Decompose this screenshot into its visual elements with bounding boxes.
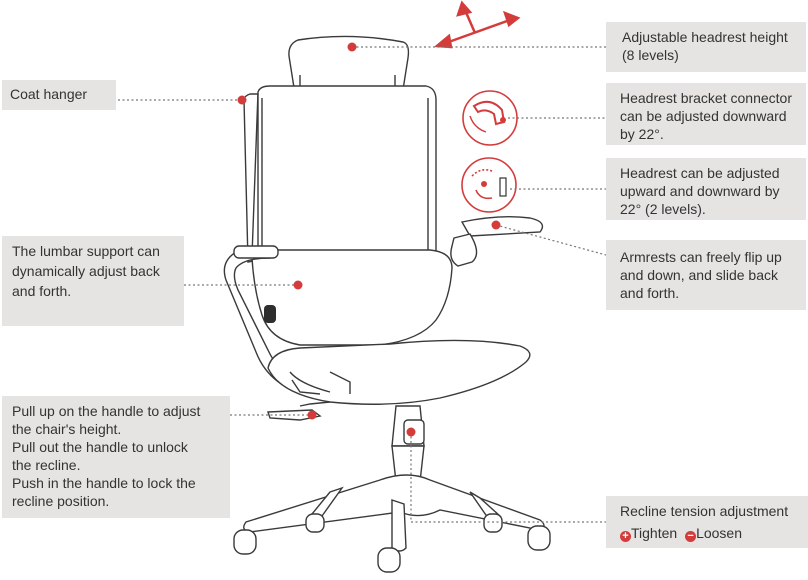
direction-arrows-icon xyxy=(433,0,521,49)
label-headrest-updown: Headrest can be adjusted upward and down… xyxy=(606,158,806,220)
headrest-bracket-icon xyxy=(462,90,518,146)
headrest-updown-text: Headrest can be adjusted upward and down… xyxy=(620,165,780,217)
callout-dots xyxy=(237,42,501,437)
armrests-text: Armrests can freely flip up and down, an… xyxy=(620,249,782,301)
seat xyxy=(267,339,531,405)
label-lumbar-support: The lumbar support can dynamically adjus… xyxy=(2,236,184,326)
label-armrests: Armrests can freely flip up and down, an… xyxy=(606,240,806,310)
headrest-tilt-icon xyxy=(461,157,517,213)
handle-line-3: Pull out the handle to unlock xyxy=(12,439,188,455)
headrest-height-text: Adjustable headrest height (8 levels) xyxy=(622,29,788,63)
label-handle: Pull up on the handle to adjust the chai… xyxy=(2,396,230,518)
tighten-text: Tighten xyxy=(631,525,678,541)
handle-line-4: the recline. xyxy=(12,457,81,473)
handle-line-6: recline position. xyxy=(12,493,110,509)
lumbar-support-text: The lumbar support can dynamically adjus… xyxy=(12,243,160,299)
backrest xyxy=(243,85,437,269)
gas-cylinder xyxy=(391,405,425,483)
label-recline-tension: Recline tension adjustment +Tighten −Loo… xyxy=(606,496,808,548)
lumbar-support xyxy=(251,249,453,346)
handle-line-2: the chair's height. xyxy=(12,421,122,437)
handle-line-5: Push in the handle to lock the xyxy=(12,475,196,491)
chair-base xyxy=(233,474,551,573)
recline-tension-title: Recline tension adjustment xyxy=(620,503,789,519)
coat-hanger-text: Coat hanger xyxy=(10,86,88,102)
loosen-text: Loosen xyxy=(696,525,743,541)
headrest-bracket-text: Headrest bracket connector can be adjust… xyxy=(620,90,792,142)
recline-tension-options: +Tighten −Loosen xyxy=(620,524,794,542)
height-handle xyxy=(267,401,331,421)
label-headrest-height: Adjustable headrest height (8 levels) xyxy=(606,22,806,72)
handle-line-1: Pull up on the handle to adjust xyxy=(12,403,201,419)
label-headrest-bracket: Headrest bracket connector can be adjust… xyxy=(606,83,806,145)
minus-icon: − xyxy=(685,531,697,542)
label-coat-hanger: Coat hanger xyxy=(2,80,116,110)
plus-icon: + xyxy=(620,531,631,542)
leader-lines xyxy=(118,46,607,523)
